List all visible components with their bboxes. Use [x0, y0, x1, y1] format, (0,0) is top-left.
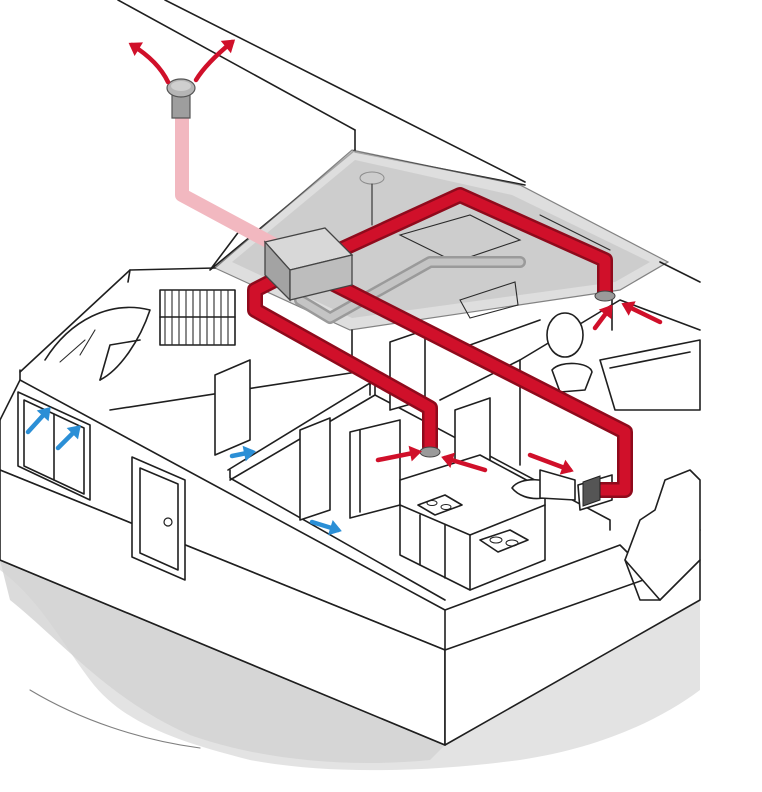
left-room-furniture — [45, 307, 150, 380]
bookshelf — [160, 290, 235, 345]
up-arrow-icon — [129, 42, 168, 82]
extract-arrow-icon — [621, 301, 660, 322]
roof-vent — [167, 79, 195, 118]
extract-arrow-icon — [530, 455, 574, 475]
exhaust-duct — [182, 115, 275, 245]
supply-arrow-icon — [232, 446, 256, 462]
kitchen — [350, 420, 545, 590]
extract-arrow-icon — [595, 305, 612, 328]
